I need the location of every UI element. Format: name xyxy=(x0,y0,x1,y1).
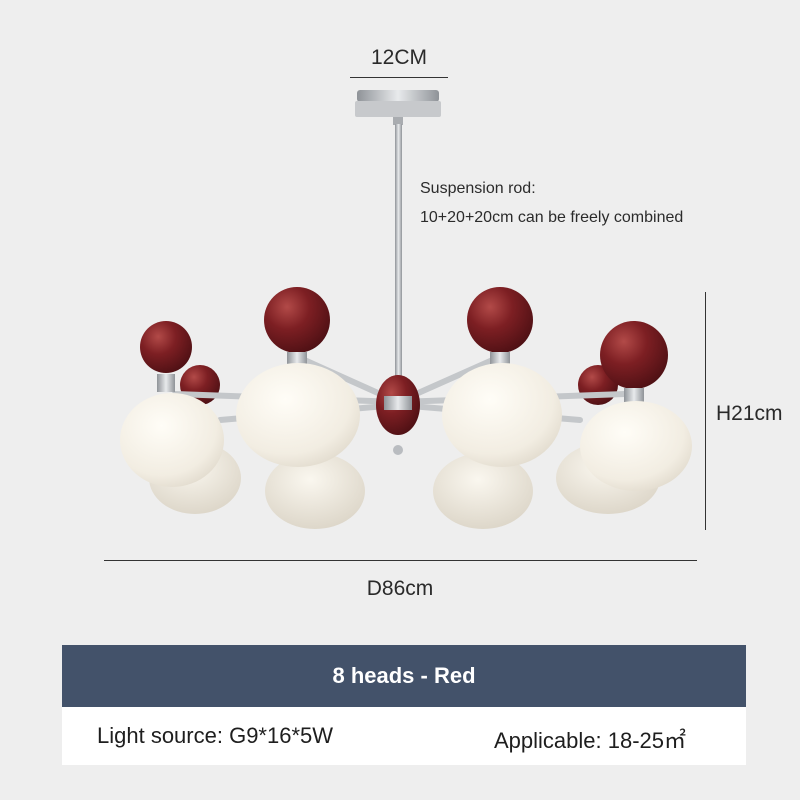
diameter-label: D86cm xyxy=(366,577,434,600)
front-lamp-3 xyxy=(442,287,562,467)
variant-banner: 8 heads - Red xyxy=(62,645,746,707)
canopy xyxy=(355,90,441,125)
height-label: H21cm xyxy=(716,402,783,425)
canopy-width-line xyxy=(350,77,448,78)
height-line xyxy=(705,292,706,530)
variant-title: 8 heads - Red xyxy=(332,663,476,688)
suspension-rod xyxy=(395,124,402,394)
front-lamp-2 xyxy=(236,287,360,467)
light-source-spec: Light source: G9*16*5W xyxy=(97,723,334,748)
note-line-1: Suspension rod: xyxy=(420,180,536,197)
note-line-2: 10+20+20cm can be freely combined xyxy=(420,209,684,226)
applicable-area-spec: Applicable: 18-25㎡ xyxy=(494,728,687,753)
specs-row: Light source: G9*16*5W Applicable: 18-25… xyxy=(62,707,746,765)
front-lamp-1 xyxy=(120,321,224,487)
suspension-rod-note: Suspension rod: 10+20+20cm can be freely… xyxy=(420,174,683,232)
canopy-width-label: 12CM xyxy=(370,46,428,69)
center-hub xyxy=(376,375,420,455)
front-lamp-4 xyxy=(580,321,692,491)
diameter-line xyxy=(104,560,697,561)
